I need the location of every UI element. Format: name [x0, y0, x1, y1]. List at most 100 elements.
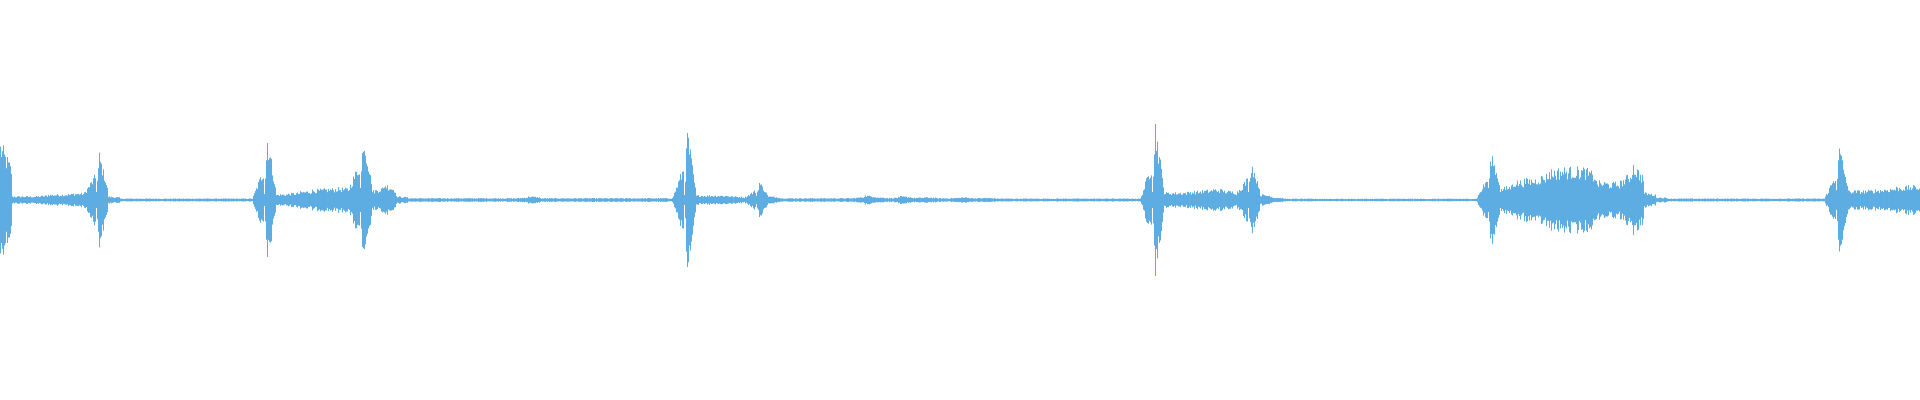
waveform-segment — [216, 198, 228, 202]
waveform-segment — [324, 188, 336, 212]
waveform-segment — [1632, 165, 1644, 235]
waveform-segment — [1116, 198, 1128, 202]
waveform-segment — [1680, 198, 1692, 202]
waveform-segment — [240, 198, 252, 202]
waveform-segment — [672, 171, 684, 229]
waveform-segment — [1308, 198, 1320, 202]
waveform-segment — [72, 192, 84, 208]
waveform-segment — [1356, 198, 1368, 202]
waveform-segment — [972, 197, 984, 203]
waveform-segment — [840, 198, 852, 202]
waveform-segment — [348, 171, 360, 229]
waveform-segment — [1884, 188, 1896, 212]
waveform-segment — [612, 198, 624, 202]
waveform-segment — [912, 197, 924, 203]
waveform-segment — [1704, 198, 1716, 202]
waveform-segment — [1656, 197, 1668, 203]
waveform-segment — [192, 198, 204, 202]
waveform-segment — [156, 198, 168, 202]
waveform-segment — [1608, 181, 1620, 219]
waveform-segment — [1860, 189, 1872, 211]
waveform-segment — [1008, 198, 1020, 202]
waveform-segment — [1848, 190, 1860, 210]
waveform-segment — [1332, 198, 1344, 202]
waveform-segment — [1068, 198, 1080, 202]
waveform-segment — [12, 196, 24, 204]
waveform-segment — [1452, 198, 1464, 202]
waveform-segment — [1620, 174, 1632, 226]
waveform-segment — [684, 133, 696, 267]
waveform-segment — [1752, 198, 1764, 202]
waveform-segment — [732, 196, 744, 204]
waveform-segment — [1032, 198, 1044, 202]
waveform-segment — [1128, 198, 1140, 202]
waveform-segment — [504, 198, 516, 202]
waveform-segment — [1464, 198, 1476, 202]
waveform-segment — [1392, 198, 1404, 202]
waveform-segment — [1788, 198, 1800, 202]
waveform-segment — [924, 197, 936, 203]
waveform-segment — [1824, 180, 1836, 220]
waveform-segment — [480, 198, 492, 202]
waveform-segment — [1248, 166, 1260, 234]
waveform-segment — [852, 197, 864, 203]
waveform-segment — [144, 198, 156, 202]
waveform-segment — [132, 198, 144, 202]
waveform-segment — [288, 192, 300, 208]
waveform-segment — [1740, 198, 1752, 202]
waveform-segment — [444, 198, 456, 202]
waveform-segment — [744, 190, 756, 210]
waveform-segment — [648, 198, 660, 202]
waveform-segment — [1188, 190, 1200, 210]
waveform-segment — [372, 187, 384, 213]
waveform-segment — [576, 198, 588, 202]
waveform-segment — [300, 191, 312, 209]
waveform-segment — [1836, 148, 1848, 252]
waveform-segment — [1404, 198, 1416, 202]
waveform-segment — [540, 198, 552, 202]
waveform-segment — [396, 196, 408, 204]
waveform-segment — [624, 198, 636, 202]
waveform-segment — [1776, 198, 1788, 202]
waveform-segment — [1644, 192, 1656, 208]
waveform-segment — [420, 198, 432, 202]
waveform-segment — [552, 198, 564, 202]
waveform-segment — [1800, 198, 1812, 202]
waveform-segment — [660, 198, 672, 202]
waveform-segment — [1224, 190, 1236, 210]
waveform-segment — [1236, 178, 1248, 222]
waveform-segment — [1596, 180, 1608, 220]
waveform-segment — [1344, 198, 1356, 202]
waveform-segment — [1080, 198, 1092, 202]
waveform-segment — [1044, 198, 1056, 202]
waveform-segment — [48, 194, 60, 206]
waveform-segment — [120, 198, 132, 202]
waveform-segment — [1176, 191, 1188, 209]
waveform-segment — [1284, 198, 1296, 202]
waveform-segment — [168, 198, 180, 202]
waveform-segment — [864, 195, 876, 205]
waveform-segment — [1728, 198, 1740, 202]
waveform-segment — [108, 196, 120, 204]
waveform-segment — [792, 198, 804, 202]
waveform-segment — [1056, 198, 1068, 202]
waveform-segment — [36, 195, 48, 205]
waveform-segment — [1524, 178, 1536, 222]
waveform-segment — [1140, 175, 1152, 225]
waveform-segment — [1572, 166, 1584, 234]
waveform-segment — [720, 195, 732, 205]
waveform-segment — [876, 197, 888, 203]
waveform-segment — [696, 195, 708, 205]
waveform-segment — [60, 193, 72, 207]
waveform-segment — [1500, 185, 1512, 215]
waveform-segment — [96, 152, 108, 248]
waveform-segment — [528, 196, 540, 204]
waveform-segment — [948, 197, 960, 203]
waveform-segment — [1668, 198, 1680, 202]
waveform-segment — [1320, 198, 1332, 202]
waveform-segment — [180, 198, 192, 202]
waveform-segment — [1872, 189, 1884, 211]
waveform-segment — [996, 198, 1008, 202]
waveform-segment — [0, 145, 12, 255]
